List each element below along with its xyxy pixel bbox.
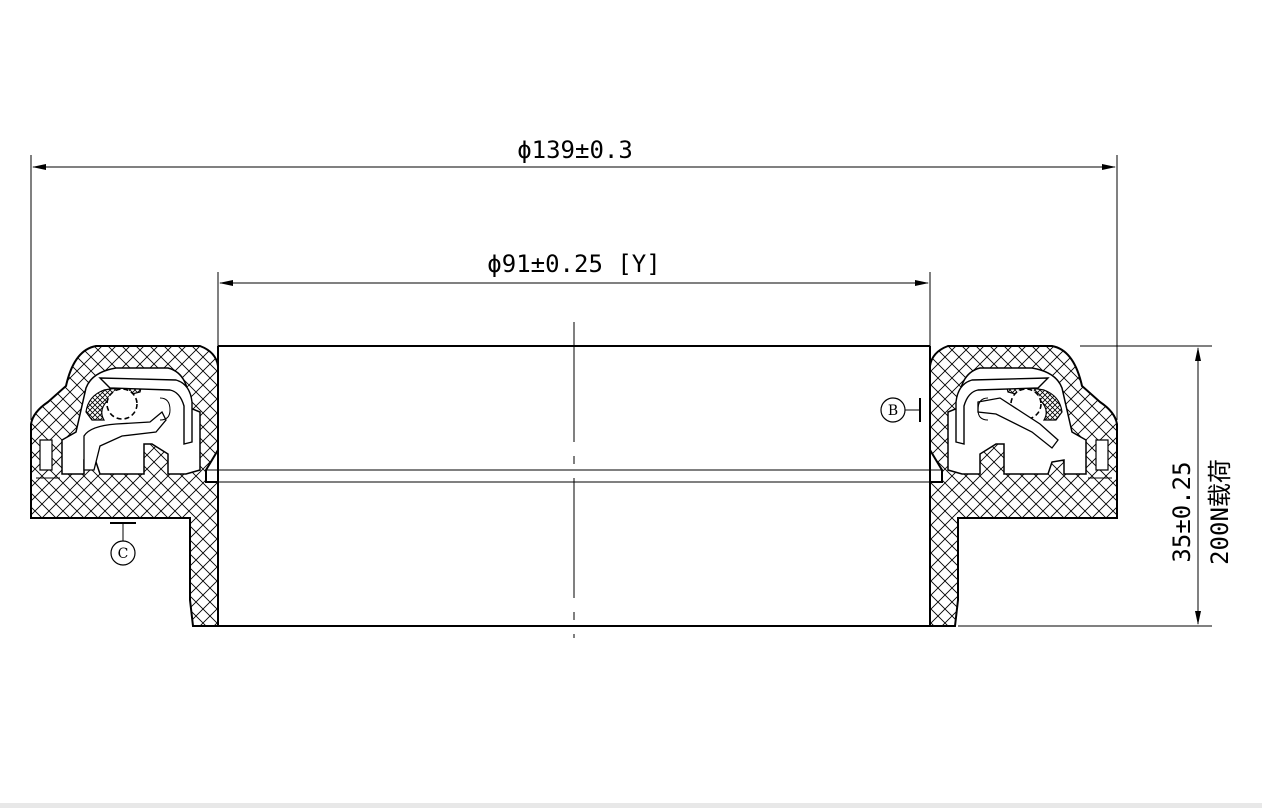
datum-b-callout: B bbox=[880, 397, 921, 423]
housing-left bbox=[30, 345, 219, 627]
window-bottom-edge bbox=[0, 803, 1262, 808]
outer-diameter-label: ϕ139±0.3 bbox=[517, 136, 633, 164]
dim-outer-diameter: ϕ139±0.3 bbox=[32, 136, 1116, 170]
height-label: 35±0.25 bbox=[1168, 461, 1196, 562]
datum-c-letter: C bbox=[118, 546, 129, 562]
extension-lines bbox=[30, 155, 1212, 627]
housing-right bbox=[929, 345, 1118, 627]
dim-inner-diameter: ϕ91±0.25 [Y] bbox=[219, 250, 929, 286]
dim-height: 35±0.25 200N载荷 bbox=[1168, 347, 1234, 625]
load-note-label: 200N载荷 bbox=[1206, 459, 1234, 565]
datum-b-letter: B bbox=[888, 403, 898, 419]
inner-diameter-label: ϕ91±0.25 [Y] bbox=[487, 250, 660, 278]
datum-c-callout: C bbox=[110, 522, 136, 566]
